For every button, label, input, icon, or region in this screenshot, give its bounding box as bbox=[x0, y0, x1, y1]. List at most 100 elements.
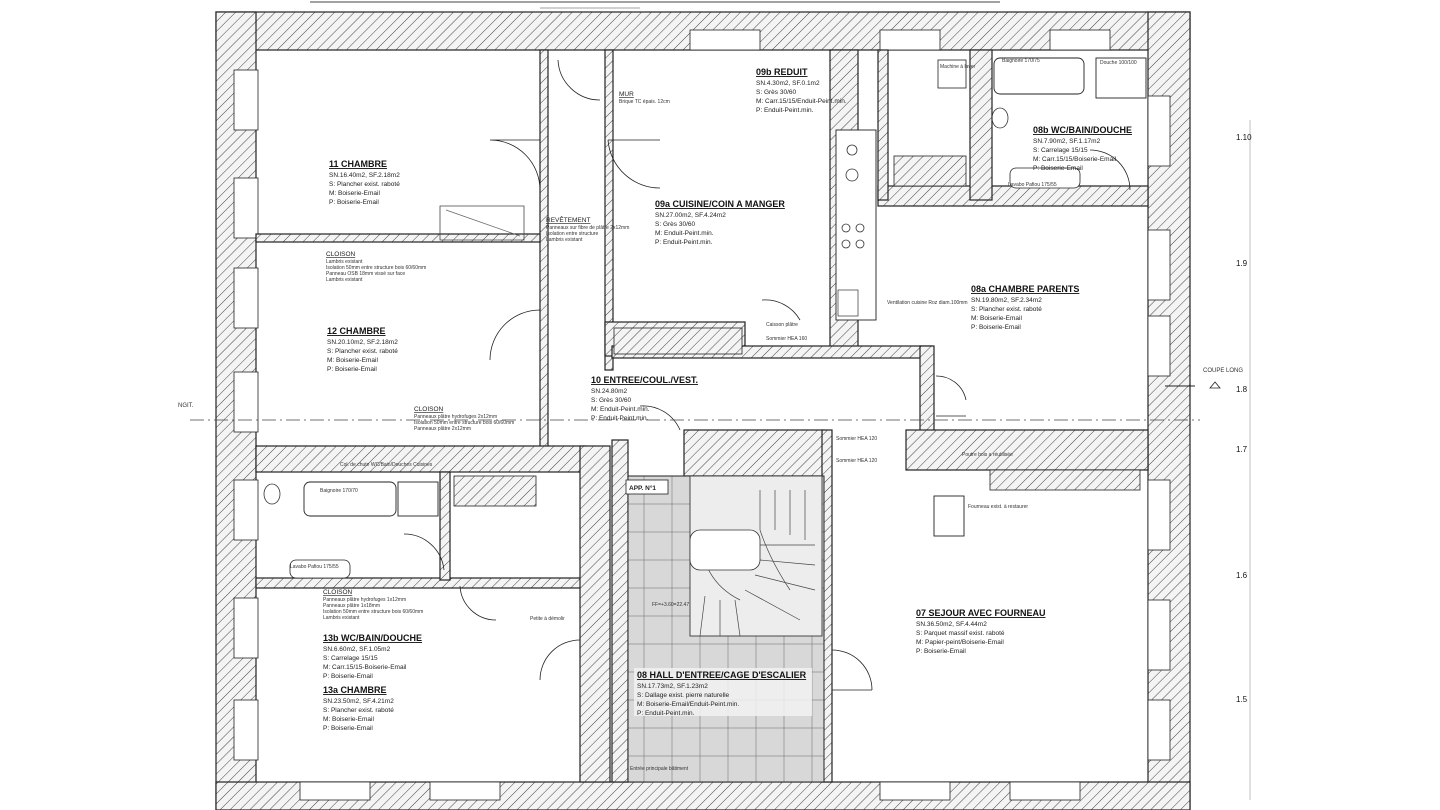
cloison-note-3: CLOISON Panneaux plâtre hydrofuges 1x12m… bbox=[323, 589, 423, 621]
right-axis: 1.10 1.9 1.8 1.7 1.6 1.5 COUPE LONG NGIT… bbox=[178, 120, 1252, 800]
room-08a-line: P: Boiserie-Email bbox=[971, 324, 1021, 331]
kitchen-counter bbox=[835, 129, 877, 321]
ventilation-label: Ventilation cuisine Roz diam.100mm bbox=[887, 300, 968, 306]
ff-label: FF=+3.60=22.47 bbox=[652, 602, 689, 608]
room-12-title: 12 CHAMBRE bbox=[327, 326, 386, 336]
axis-1-10: 1.10 bbox=[1236, 133, 1252, 142]
lavabo-label: Lavabo Pafiou 175/55 bbox=[1008, 182, 1057, 188]
room-09b-label: 09b REDUIT SN.4.30m2, SF.0.1m2 S: Grès 3… bbox=[756, 67, 847, 114]
room-07-line: M: Papier-peint/Boiserie-Email bbox=[916, 639, 1004, 646]
room-08a-title: 08a CHAMBRE PARENTS bbox=[971, 284, 1079, 294]
staircase bbox=[627, 475, 825, 783]
room-09b-line: S: Grès 30/60 bbox=[756, 89, 796, 96]
room-10-line: M: Enduit-Peint.min. bbox=[591, 406, 650, 413]
note-line: Lambris existant bbox=[326, 277, 363, 283]
room-10-title: 10 ENTREE/COUL./VEST. bbox=[591, 375, 698, 385]
misc-notes: APP. N°1 Baignoire 170/75 Baignoire 170/… bbox=[290, 58, 1137, 772]
room-07-title: 07 SEJOUR AVEC FOURNEAU bbox=[916, 608, 1046, 618]
room-12-line: P: Boiserie-Email bbox=[327, 366, 377, 373]
room-11-line: S: Plancher exist. raboté bbox=[329, 181, 400, 188]
room-08b-line: P: Boiserie-Email bbox=[1033, 165, 1083, 172]
room-09a-title: 09a CUISINE/COIN A MANGER bbox=[655, 199, 785, 209]
col-label: Col. de chute WC/Bain/Douches Cuisines bbox=[340, 462, 433, 468]
room-08a-label: 08a CHAMBRE PARENTS SN.19.80m2, SF.2.34m… bbox=[971, 284, 1079, 331]
hea-label: Sommier HEA 120 bbox=[836, 436, 877, 442]
axis-1-7: 1.7 bbox=[1236, 445, 1248, 454]
section-line bbox=[190, 381, 1221, 421]
room-08b-line: SN.7.90m2, SF.1.17m2 bbox=[1033, 138, 1101, 145]
note-line: Panneaux plâtre 2x12mm bbox=[414, 426, 471, 432]
room-07-label: 07 SEJOUR AVEC FOURNEAU SN.36.50m2, SF.4… bbox=[916, 608, 1046, 655]
coupe-label: COUPE LONG bbox=[1203, 368, 1243, 374]
note-title: CLOISON bbox=[323, 589, 353, 596]
sommier-label: Sommier HEA 160 bbox=[766, 336, 807, 342]
room-12-line: M: Boiserie-Email bbox=[327, 357, 378, 364]
room-10-line: SN.24.80m2 bbox=[591, 388, 628, 395]
room-10-label: 10 ENTREE/COUL./VEST. SN.24.80m2 S: Grès… bbox=[591, 375, 698, 422]
room-13a-line: SN.23.50m2, SF.4.21m2 bbox=[323, 698, 394, 705]
note-line: Panneaux plâtre hydrofuges 2x12mm bbox=[414, 414, 497, 420]
room-11-label: 11 CHAMBRE SN.16.40m2, SF.2.18m2 S: Plan… bbox=[329, 159, 400, 206]
hatched-cabinets bbox=[453, 155, 1141, 507]
room-12-line: SN.20.10m2, SF.2.18m2 bbox=[327, 339, 398, 346]
room-13b-title: 13b WC/BAIN/DOUCHE bbox=[323, 633, 422, 643]
note-line: Panneau OSB 18mm vissé sur face bbox=[326, 271, 405, 277]
room-10-line: P: Enduit-Peint.min. bbox=[591, 415, 649, 422]
room-07-line: S: Parquet massif exist. raboté bbox=[916, 630, 1005, 637]
room-09a-line: SN.27.00m2, SF.4.24m2 bbox=[655, 212, 726, 219]
room-11-line: M: Boiserie-Email bbox=[329, 190, 380, 197]
room-13b-label: 13b WC/BAIN/DOUCHE SN.6.60m2, SF.1.05m2 … bbox=[323, 633, 422, 680]
room-09a-line: S: Grès 30/60 bbox=[655, 221, 695, 228]
room-12-label: 12 CHAMBRE SN.20.10m2, SF.2.18m2 S: Plan… bbox=[327, 326, 398, 373]
room-08-title: 08 HALL D'ENTREE/CAGE D'ESCALIER bbox=[637, 670, 807, 680]
room-08a-line: S: Plancher exist. raboté bbox=[971, 306, 1042, 313]
axis-1-8: 1.8 bbox=[1236, 385, 1248, 394]
mur-note: MUR Brique TC épais. 12cm bbox=[619, 91, 670, 105]
note-title: MUR bbox=[619, 91, 634, 98]
room-09b-line: P: Enduit-Peint.min. bbox=[756, 107, 814, 114]
room-13a-line: S: Plancher exist. raboté bbox=[323, 707, 394, 714]
room-09b-line: SN.4.30m2, SF.0.1m2 bbox=[756, 80, 820, 87]
douche-label: Douche 100/100 bbox=[1100, 60, 1137, 66]
caisson-label: Caisson plâtre bbox=[766, 322, 798, 328]
lavabo-label: Lavabo Pafiou 175/55 bbox=[290, 564, 339, 570]
fenetre-label: Petite à démolir bbox=[530, 616, 565, 622]
axis-1-9: 1.9 bbox=[1236, 259, 1248, 268]
exterior-walls bbox=[215, 11, 1191, 810]
note-line: Panneaux plâtre 1x18mm bbox=[323, 603, 380, 609]
room-13b-line: P: Boiserie-Email bbox=[323, 673, 373, 680]
note-line: Isolation 50mm entre structure bois 60/6… bbox=[326, 265, 426, 271]
room-08b-line: M: Carr.15/15/Boiserie-Email bbox=[1033, 156, 1117, 163]
room-08-line: P: Enduit-Peint.min. bbox=[637, 710, 695, 717]
entree-label: Entrée principale bâtiment bbox=[630, 766, 689, 772]
room-09b-title: 09b REDUIT bbox=[756, 67, 808, 77]
baignoire-label: Baignoire 170/70 bbox=[320, 488, 358, 494]
room-08a-line: M: Boiserie-Email bbox=[971, 315, 1022, 322]
note-line: Lambris existant bbox=[323, 615, 360, 621]
note-line: Lambris existant bbox=[546, 237, 583, 243]
room-09a-line: P: Enduit-Peint.min. bbox=[655, 239, 713, 246]
fourneau-label: Fourneau exist. à restaurer bbox=[968, 504, 1028, 510]
room-08b-title: 08b WC/BAIN/DOUCHE bbox=[1033, 125, 1132, 135]
apartment-label: APP. N°1 bbox=[629, 484, 656, 492]
cloison-note-1: CLOISON Lambris existant Isolation 50mm … bbox=[326, 251, 426, 283]
room-11-title: 11 CHAMBRE bbox=[329, 159, 387, 169]
top-edge bbox=[310, 1, 1000, 9]
note-line: Isolation 50mm entre structure bois 60/6… bbox=[323, 609, 423, 615]
note-title: CLOISON bbox=[326, 251, 356, 258]
left-cut-label: NGIT. bbox=[178, 403, 194, 409]
room-08-line: SN.17.73m2, SF.1.23m2 bbox=[637, 683, 708, 690]
room-08b-label: 08b WC/BAIN/DOUCHE SN.7.90m2, SF.1.17m2 … bbox=[1033, 125, 1132, 172]
room-09b-line: M: Carr.15/15/Enduit-Peint.min. bbox=[756, 98, 847, 105]
room-11-line: P: Boiserie-Email bbox=[329, 199, 379, 206]
room-13a-label: 13a CHAMBRE SN.23.50m2, SF.4.21m2 S: Pla… bbox=[323, 685, 394, 732]
axis-1-5: 1.5 bbox=[1236, 695, 1248, 704]
room-11-line: SN.16.40m2, SF.2.18m2 bbox=[329, 172, 400, 179]
room-10-line: S: Grès 30/60 bbox=[591, 397, 631, 404]
poutre-label: Poutre bois a réutilisée bbox=[962, 452, 1013, 458]
room-13a-title: 13a CHAMBRE bbox=[323, 685, 387, 695]
door-swings bbox=[403, 59, 1131, 691]
note-line: Brique TC épais. 12cm bbox=[619, 99, 670, 105]
room-08b-line: S: Carrelage 15/15 bbox=[1033, 147, 1088, 154]
